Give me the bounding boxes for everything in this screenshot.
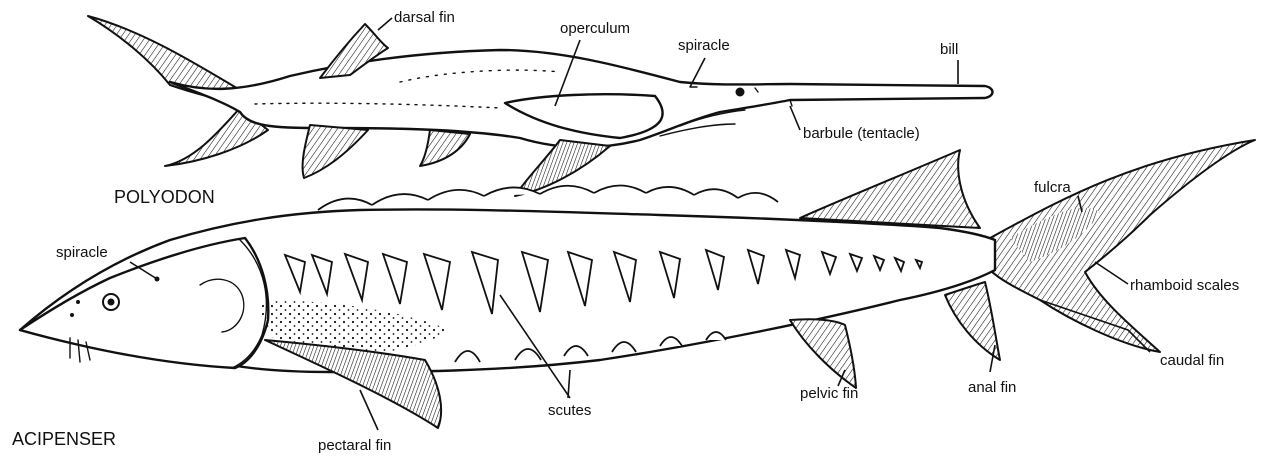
label-caudal-fin: caudal fin <box>1160 352 1224 369</box>
acipenser-anal-fin <box>945 282 1000 360</box>
label-spiracle-acipenser: spiracle <box>56 244 108 261</box>
polyodon-anal-fin <box>303 125 368 178</box>
label-dorsal-fin: darsal fin <box>394 9 455 26</box>
polyodon-pelvic-fin <box>420 130 470 166</box>
label-pectoral-fin: pectaral fin <box>318 437 391 454</box>
polyodon-illustration <box>88 16 993 196</box>
acipenser-pelvic-fin <box>790 319 856 388</box>
label-rhomboid-scales: rhamboid scales <box>1130 277 1239 294</box>
label-bill: bill <box>940 41 958 58</box>
acipenser-dorsal-fin <box>800 150 980 228</box>
label-scutes: scutes <box>548 402 591 419</box>
label-spiracle-polyodon: spiracle <box>678 37 730 54</box>
label-fulcra: fulcra <box>1034 179 1071 196</box>
label-operculum: operculum <box>560 20 630 37</box>
label-anal-fin: anal fin <box>968 379 1016 396</box>
label-acipenser: ACIPENSER <box>12 429 116 449</box>
label-barbule: barbule (tentacle) <box>803 125 920 142</box>
acipenser-dorsal-scutes <box>318 186 778 211</box>
polyodon-eye <box>736 88 745 97</box>
label-polyodon: POLYODON <box>114 187 215 207</box>
label-pelvic-fin: pelvic fin <box>800 385 858 402</box>
